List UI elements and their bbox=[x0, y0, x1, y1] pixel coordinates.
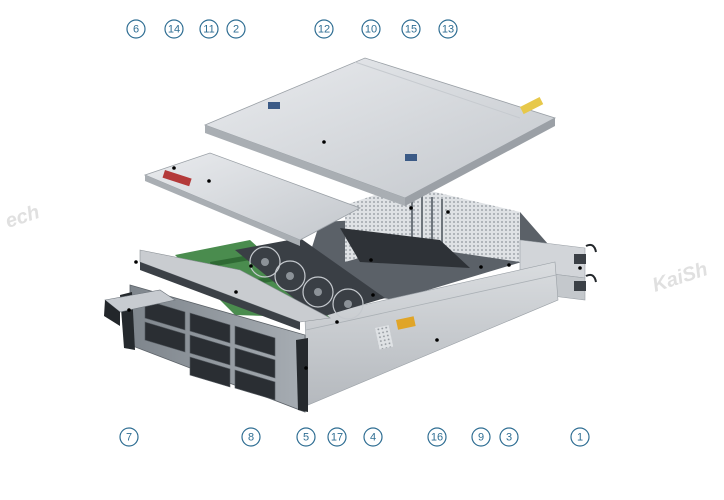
callout-1: 1 bbox=[570, 427, 590, 447]
watermark-right: KaiSh bbox=[650, 258, 711, 296]
callout-15: 15 bbox=[401, 19, 421, 39]
callout-8: 8 bbox=[241, 427, 261, 447]
leader-line-12 bbox=[322, 140, 326, 144]
leader-line-5 bbox=[304, 366, 308, 370]
callout-number: 10 bbox=[365, 24, 377, 36]
callout-number: 11 bbox=[203, 24, 214, 36]
callout-13: 13 bbox=[438, 19, 458, 39]
leader-line-2 bbox=[234, 290, 238, 294]
callout-number: 4 bbox=[370, 432, 376, 444]
callout-5: 5 bbox=[296, 427, 316, 447]
rear-top-cover bbox=[203, 57, 557, 206]
callout-14: 14 bbox=[164, 19, 184, 39]
leader-lines bbox=[127, 140, 582, 370]
callout-number: 17 bbox=[331, 432, 343, 444]
leader-line-16 bbox=[435, 338, 439, 342]
leader-line-4 bbox=[371, 293, 375, 297]
callout-number: 1 bbox=[577, 432, 583, 444]
callout-number: 8 bbox=[248, 432, 254, 444]
callout-4: 4 bbox=[363, 427, 383, 447]
callout-number: 3 bbox=[506, 432, 512, 444]
callout-2: 2 bbox=[226, 19, 246, 39]
leader-line-14 bbox=[172, 166, 176, 170]
leader-line-3 bbox=[507, 263, 511, 267]
callout-12: 12 bbox=[314, 19, 334, 39]
front-top-cover bbox=[143, 152, 361, 246]
leader-line-13 bbox=[446, 210, 450, 214]
leader-line-8 bbox=[249, 264, 253, 268]
leader-line-17 bbox=[335, 320, 339, 324]
callout-9: 9 bbox=[471, 427, 491, 447]
callout-16: 16 bbox=[427, 427, 447, 447]
callout-number: 2 bbox=[233, 24, 239, 36]
callout-6: 6 bbox=[126, 19, 146, 39]
callout-number: 12 bbox=[318, 24, 330, 36]
callout-10: 10 bbox=[361, 19, 381, 39]
leader-line-11 bbox=[207, 179, 211, 183]
drive-bays bbox=[144, 299, 276, 401]
callout-number: 15 bbox=[405, 24, 417, 36]
leader-line-10 bbox=[369, 258, 373, 262]
leader-line-7 bbox=[127, 308, 131, 312]
leader-line-1 bbox=[578, 266, 582, 270]
leader-line-6 bbox=[134, 260, 138, 264]
callout-number: 9 bbox=[478, 432, 484, 444]
callout-17: 17 bbox=[327, 427, 347, 447]
watermark-left: ech bbox=[3, 201, 43, 233]
callout-3: 3 bbox=[499, 427, 519, 447]
callout-11: 11 bbox=[199, 19, 219, 39]
leader-line-15 bbox=[409, 206, 413, 210]
callout-number: 13 bbox=[442, 24, 454, 36]
callout-number: 7 bbox=[126, 432, 132, 444]
callout-number: 6 bbox=[133, 24, 139, 36]
chassis bbox=[104, 185, 597, 413]
callout-7: 7 bbox=[119, 427, 139, 447]
leader-line-9 bbox=[479, 265, 483, 269]
callout-number: 16 bbox=[431, 432, 443, 444]
callout-number: 5 bbox=[303, 432, 309, 444]
callout-number: 14 bbox=[168, 24, 180, 36]
